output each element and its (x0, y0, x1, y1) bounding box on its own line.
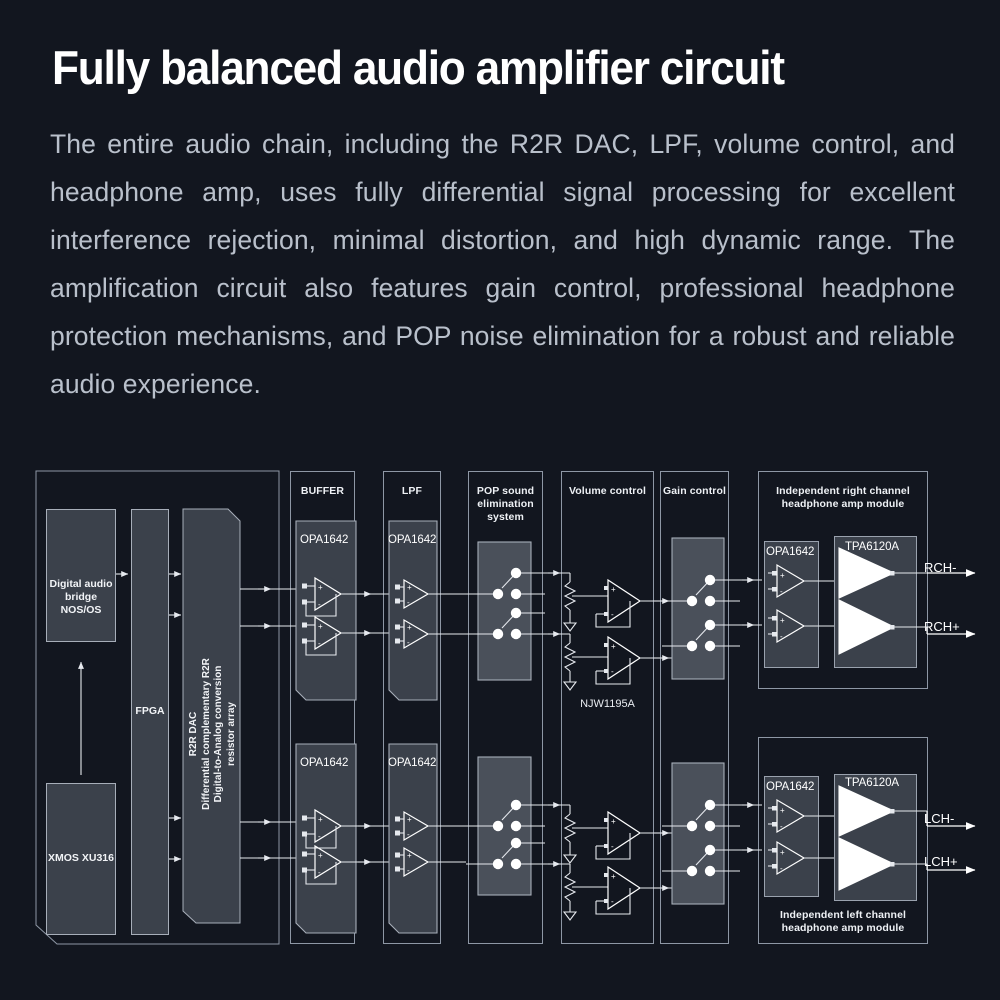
lpf-rt2-plus: + (407, 623, 412, 632)
label-line-2: elimination system (477, 498, 534, 523)
buf-rt2-minus: - (318, 639, 321, 648)
buf-lb-minus: - (318, 832, 321, 841)
vol-rt-minus: - (611, 610, 614, 619)
panel-pop-sound-elimination-title: POP sound elimination system (464, 485, 547, 524)
vol-lb-plus: + (611, 817, 616, 826)
vol-lb2-plus: + (611, 872, 616, 881)
lpf-lb2-plus: + (407, 851, 412, 860)
block-fpga-label: FPGA (135, 705, 165, 717)
panel-pop-sound-elimination (468, 471, 543, 944)
tpa-left-bot-minus: - (842, 881, 845, 891)
panel-lpf (383, 471, 441, 944)
output-label-rch-minus: RCH- (924, 560, 957, 575)
lpf-rt-plus: + (407, 583, 412, 592)
label-line-1: Independent left channel (779, 909, 907, 921)
chip-label-buffer-opa1642-top: OPA1642 (300, 534, 349, 546)
lpf-rt-minus: - (407, 598, 410, 607)
panel-volume-control (561, 471, 654, 944)
block-left-opa1642 (764, 776, 819, 897)
panel-gain-control (660, 471, 729, 944)
buf-rt-plus: + (318, 583, 323, 592)
ramp-rt-plus: + (780, 571, 785, 580)
block-digital-audio-bridge (46, 509, 116, 642)
tpa-right-top-plus: + (842, 548, 847, 558)
buf-lb2-plus: + (318, 851, 323, 860)
buf-rt-minus: - (318, 600, 321, 609)
label-line-2: headphone amp module (781, 498, 905, 510)
ramp-rt2-plus: + (780, 616, 785, 625)
panel-buffer-title: BUFFER (300, 485, 345, 497)
vol-rt2-minus: - (611, 667, 614, 676)
vol-rt-plus: + (611, 585, 616, 594)
lpf-lb-minus: - (407, 830, 410, 839)
tpa-right-bot-minus: - (842, 645, 845, 655)
chip-label-left-opa1642: OPA1642 (766, 781, 815, 793)
tpa-left-top-minus: - (842, 827, 845, 837)
label-line-1: Independent right channel (776, 485, 910, 497)
tpa-right-bot-plus: + (842, 601, 847, 611)
block-digital-audio-bridge-label: Digital audio bridge NOS/OS (46, 578, 116, 617)
buf-rt2-plus: + (318, 622, 323, 631)
chip-label-lpf-opa1642-top: OPA1642 (388, 534, 437, 546)
panel-volume-control-title: Volume control (568, 485, 647, 497)
output-label-lch-plus: LCH+ (924, 854, 958, 869)
chip-label-lpf-opa1642-bottom: OPA1642 (388, 757, 437, 769)
page-title: Fully balanced audio amplifier circuit (52, 41, 785, 94)
panel-buffer (290, 471, 355, 944)
lpf-lb-plus: + (407, 815, 412, 824)
block-fpga (131, 509, 169, 935)
tpa-right-top-minus: - (842, 589, 845, 599)
block-xmos-xu316 (46, 783, 116, 935)
label-line-1: Digital audio (49, 578, 113, 590)
vol-rt2-plus: + (611, 642, 616, 651)
label-line-2: headphone amp module (781, 922, 905, 934)
chip-label-right-opa1642: OPA1642 (766, 546, 815, 558)
lamp-lb2-minus: - (780, 864, 783, 873)
panel-lpf-title: LPF (401, 485, 423, 497)
page-description: The entire audio chain, including the R2… (50, 129, 955, 399)
chip-label-njw1195a: NJW1195A (580, 698, 635, 710)
panel-left-channel-amp (758, 737, 928, 944)
label-line-1: POP sound (476, 485, 535, 497)
lamp-lb2-plus: + (780, 848, 785, 857)
lamp-lb-plus: + (780, 806, 785, 815)
chip-label-right-tpa6120a: TPA6120A (845, 541, 899, 553)
panel-gain-control-title: Gain control (662, 485, 727, 497)
ramp-rt-minus: - (780, 587, 783, 596)
block-right-opa1642 (764, 541, 819, 668)
lamp-lb-minus: - (780, 822, 783, 831)
lpf-lb2-minus: - (407, 866, 410, 875)
tpa-left-bot-plus: + (842, 839, 847, 849)
buf-lb2-minus: - (318, 868, 321, 877)
tpa-left-top-plus: + (842, 786, 847, 796)
output-label-rch-plus: RCH+ (924, 619, 960, 634)
lpf-rt2-minus: - (407, 638, 410, 647)
output-label-lch-minus: LCH- (924, 811, 955, 826)
buf-lb-plus: + (318, 815, 323, 824)
label-line-2: bridge NOS/OS (60, 591, 102, 616)
chip-label-buffer-opa1642-bottom: OPA1642 (300, 757, 349, 769)
panel-left-channel-amp-title: Independent left channel headphone amp m… (758, 909, 928, 935)
block-xmos-xu316-label: XMOS XU316 (48, 852, 114, 864)
panel-right-channel-amp-title: Independent right channel headphone amp … (758, 485, 928, 511)
vol-lb2-minus: - (611, 897, 614, 906)
ramp-rt2-minus: - (780, 632, 783, 641)
chip-label-left-tpa6120a: TPA6120A (845, 777, 899, 789)
vol-lb-minus: - (611, 842, 614, 851)
